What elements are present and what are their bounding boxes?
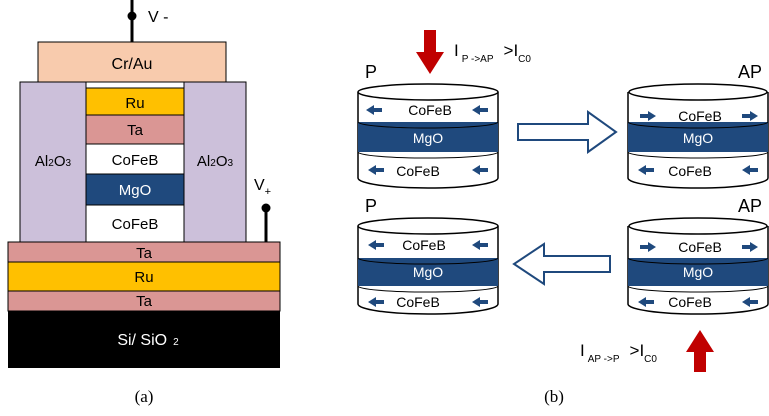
- panel-a: V - Cr/Au Al2O3 Al2O3 Ru Ta CoFeB MgO Co…: [7, 0, 281, 406]
- ru-top-label: Ru: [125, 95, 144, 112]
- free-layer-label: CoFeB: [402, 237, 446, 253]
- ta-top-label: Ta: [127, 122, 144, 139]
- al2o3-left-label: Al2O3: [35, 153, 72, 170]
- current-arrow-down-icon: [416, 30, 444, 74]
- v-plus-label: V+: [254, 177, 271, 198]
- ta-mid-label: Ta: [136, 245, 153, 262]
- ru-bottom-label: Ru: [134, 269, 153, 286]
- barrier-layer-label: MgO: [683, 130, 713, 146]
- barrier-layer-label: MgO: [413, 130, 443, 146]
- cofeb-upper-layer: [85, 143, 185, 175]
- free-layer-label: CoFeB: [408, 102, 452, 118]
- cofeb-upper-label: CoFeB: [112, 152, 159, 169]
- fixed-layer-label: CoFeB: [396, 163, 440, 179]
- substrate-layer: [8, 311, 280, 368]
- mtj-antiparallel-bottom: CoFeB MgO CoFeB: [627, 217, 769, 315]
- state-label-ap-bottom: AP: [738, 196, 762, 216]
- barrier-layer-label: MgO: [413, 264, 443, 280]
- transition-arrow-right-icon: [517, 110, 618, 154]
- cr-au-layer: [37, 41, 227, 83]
- mtj-parallel-bottom: CoFeB MgO CoFeB: [357, 217, 499, 315]
- ru-top-layer: [85, 87, 185, 116]
- cofeb-lower-label: CoFeB: [112, 216, 159, 233]
- free-layer-label: CoFeB: [678, 239, 722, 255]
- al2o3-right-layer: [183, 81, 247, 243]
- caption-b: (b): [544, 387, 564, 406]
- mtj-antiparallel-top: CoFeB MgO CoFeB: [627, 83, 769, 189]
- v-minus-label: V -: [148, 9, 168, 26]
- mgo-label: MgO: [119, 182, 152, 199]
- ta-bottom-label: Ta: [136, 293, 153, 310]
- ru-bottom-layer: [7, 261, 281, 292]
- cr-au-label: Cr/Au: [112, 56, 153, 73]
- v-plus-terminal: [261, 203, 271, 213]
- state-label-p-top: P: [365, 62, 377, 82]
- al2o3-right-label: Al2O3: [197, 153, 234, 170]
- transition-arrow-left-icon: [512, 242, 611, 286]
- state-label-ap-top: AP: [738, 62, 762, 82]
- ta-top-layer: [85, 114, 185, 145]
- current-arrow-up-icon: [686, 330, 714, 372]
- caption-a: (a): [135, 387, 154, 406]
- state-label-p-bottom: P: [365, 196, 377, 216]
- fixed-layer-label: CoFeB: [668, 163, 712, 179]
- free-layer-label: CoFeB: [678, 108, 722, 124]
- fixed-layer-label: CoFeB: [668, 294, 712, 310]
- v-minus-terminal: [127, 11, 137, 21]
- barrier-layer-label: MgO: [683, 264, 713, 280]
- fixed-layer-label: CoFeB: [396, 294, 440, 310]
- al2o3-left-layer: [19, 81, 87, 243]
- mtj-parallel-top: CoFeB MgO CoFeB: [357, 83, 499, 189]
